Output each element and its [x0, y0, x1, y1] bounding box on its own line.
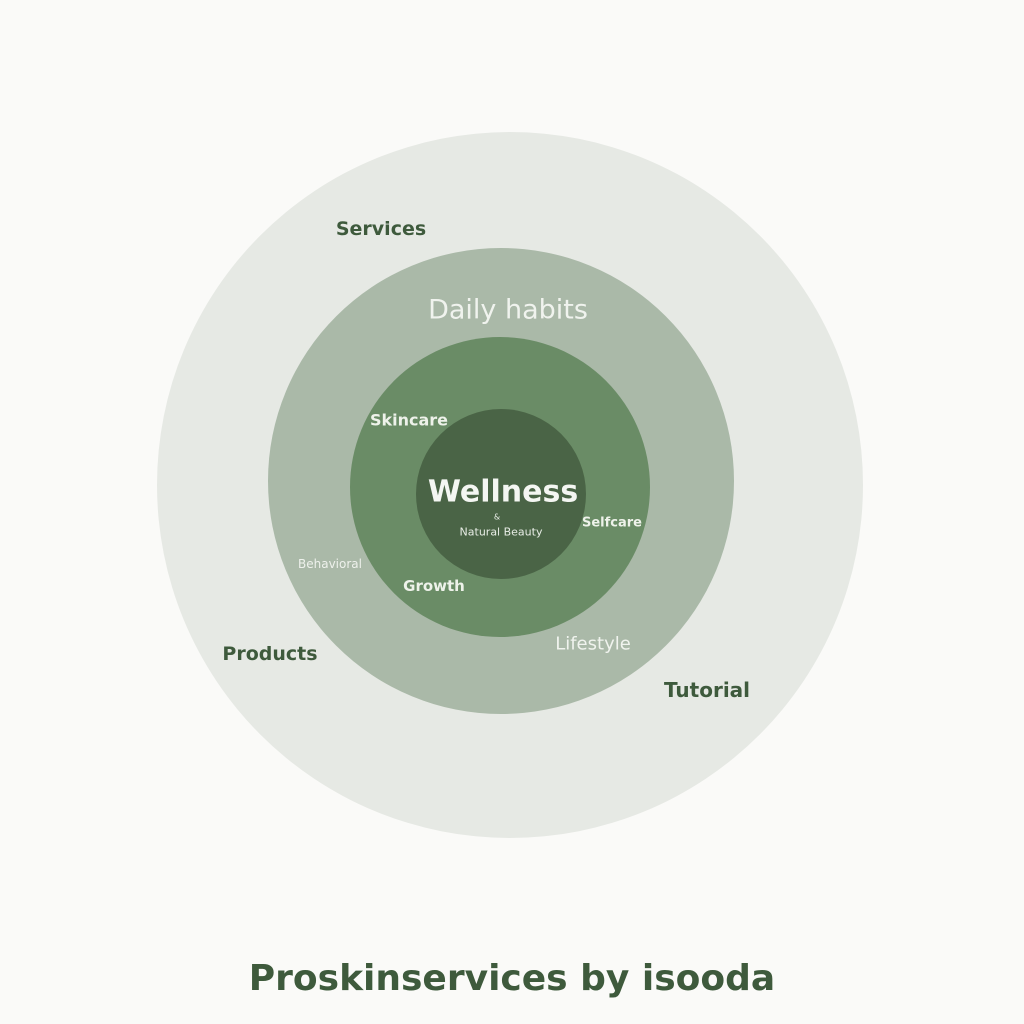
- services-label: Services: [335, 218, 427, 240]
- tutorial-label: Tutorial: [663, 678, 751, 702]
- products-label: Products: [222, 643, 318, 665]
- lifestyle-label: Lifestyle: [555, 633, 631, 655]
- selfcare-label: Selfcare: [582, 515, 642, 531]
- wellness-core: [416, 409, 586, 579]
- natural-beauty-label: Natural Beauty: [459, 525, 543, 539]
- skincare-label: Skincare: [369, 410, 449, 430]
- growth-label: Growth: [403, 577, 465, 595]
- daily-habits-title: Daily habits: [428, 294, 588, 326]
- wellness-title: Wellness: [427, 474, 579, 510]
- ampersand-label: &: [493, 512, 501, 522]
- behavioral-label: Behavioral: [298, 557, 362, 571]
- brand-footer: Proskinservices by isooda: [248, 958, 776, 999]
